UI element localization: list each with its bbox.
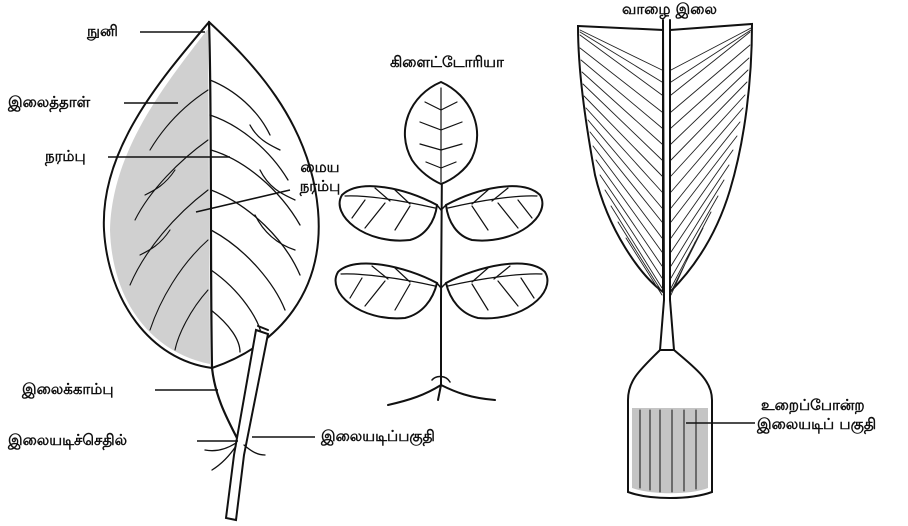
title-clitoria: கிளைட்டோரியா	[390, 53, 504, 72]
simple-leaf-figure	[104, 22, 319, 520]
label-lamina: இலைத்தாள்	[8, 93, 90, 112]
label-sheath-line1: உறைப்போன்ற	[757, 396, 876, 415]
label-tip: நுனி	[87, 22, 118, 41]
title-banana-leaf: வாழை இலை	[622, 0, 717, 19]
clitoria-figure	[336, 82, 548, 405]
label-midrib-line2: நரம்பு	[292, 177, 348, 196]
banana-sheath-texture	[632, 408, 708, 493]
label-midrib: மைய நரம்பு	[292, 158, 348, 196]
leaflet-lower-left	[336, 263, 437, 318]
label-vein: நரம்பு	[45, 147, 86, 166]
label-petiole: இலைக்காம்பு	[22, 380, 114, 399]
leaf-veins-right	[210, 80, 300, 352]
lamina-texture	[110, 30, 210, 364]
stem-twig	[226, 330, 268, 520]
clitoria-rachis	[441, 160, 442, 385]
label-sheath-line2: இலையடிப் பகுதி	[757, 415, 876, 434]
label-midrib-line1: மைய	[292, 158, 348, 177]
label-sheath: உறைப்போன்ற இலையடிப் பகுதி	[757, 396, 876, 434]
banana-leaf-figure	[578, 20, 752, 498]
leaflet-lower-right	[446, 263, 547, 318]
petiole-stalk	[212, 368, 238, 440]
leaflet-upper-left	[340, 186, 437, 240]
label-stipule: இலையடிச்செதில்	[8, 431, 127, 450]
clitoria-base-branch	[388, 385, 495, 405]
label-leaf-base: இலையடிப்பகுதி	[321, 427, 435, 446]
